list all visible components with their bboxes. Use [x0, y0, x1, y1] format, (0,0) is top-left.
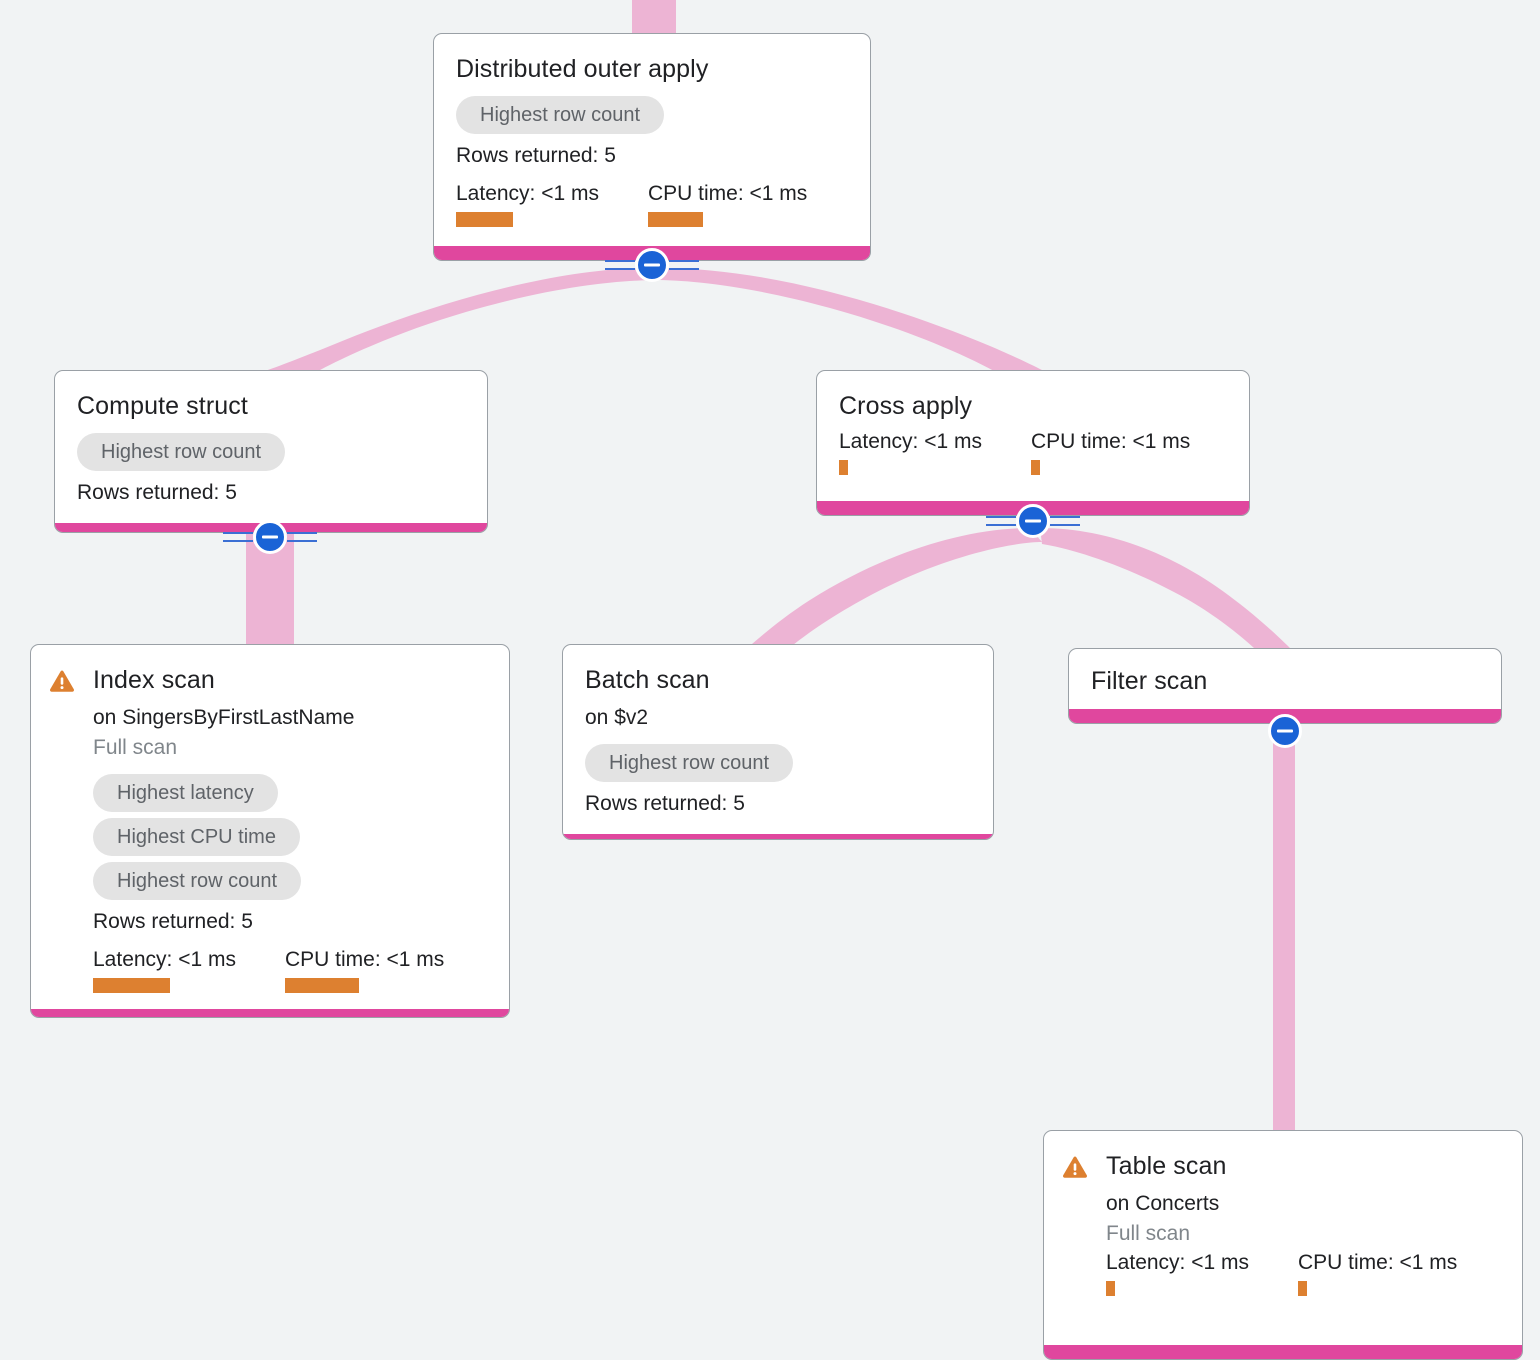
metric-cpu-time-label: CPU time: <1 ms	[285, 948, 445, 971]
node-batch-scan[interactable]: Batch scan on $v2 Highest row count Rows…	[562, 644, 994, 840]
node-title: Distributed outer apply	[456, 55, 709, 83]
metric-latency: Latency: <1 ms	[93, 947, 285, 993]
node-content: Cross apply Latency: <1 ms CPU time: <1 …	[817, 371, 1249, 501]
metric-cpu-time-label: CPU time: <1 ms	[648, 182, 808, 205]
collapse-minus-icon	[253, 520, 287, 554]
node-content: Index scan on SingersByFirstLastName Ful…	[31, 645, 509, 1009]
metric-latency: Latency: <1 ms	[839, 429, 1031, 475]
node-rows-returned: Rows returned: 5	[93, 910, 253, 933]
node-rows-returned: Rows returned: 5	[585, 792, 745, 815]
node-title: Cross apply	[839, 392, 973, 420]
metric-cpu-time: CPU time: <1 ms	[648, 181, 807, 227]
node-subtitle: on Concerts	[1106, 1192, 1220, 1215]
node-subtitle: on $v2	[585, 706, 649, 729]
node-title: Index scan	[93, 666, 215, 694]
node-rows-returned: Rows returned: 5	[77, 481, 237, 504]
edge-cross-apply-to-batch-scan	[752, 528, 1042, 654]
collapse-toggle-distributed-outer-apply[interactable]	[605, 248, 699, 282]
node-accent-bar	[31, 1009, 509, 1017]
node-text-block: Index scan on SingersByFirstLastName Ful…	[93, 665, 487, 993]
metric-latency-bar	[839, 460, 848, 475]
metric-latency-bar	[93, 978, 170, 993]
node-title: Table scan	[1106, 1152, 1227, 1180]
node-table-scan[interactable]: Table scan on Concerts Full scan Latency…	[1043, 1130, 1523, 1360]
node-scan-note: Full scan	[93, 736, 178, 759]
metric-latency-label: Latency: <1 ms	[839, 430, 982, 453]
node-metrics: Latency: <1 ms CPU time: <1 ms	[93, 947, 487, 993]
metric-latency-label: Latency: <1 ms	[93, 948, 236, 971]
toggle-rails	[986, 511, 1080, 531]
collapse-toggle-cross-apply[interactable]	[986, 504, 1080, 538]
warning-triangle-icon	[1062, 1156, 1088, 1178]
badge-highest-row-count: Highest row count	[77, 433, 286, 471]
node-cross-apply[interactable]: Cross apply Latency: <1 ms CPU time: <1 …	[816, 370, 1250, 516]
metric-latency: Latency: <1 ms	[456, 181, 648, 227]
metric-cpu-time-bar	[285, 978, 359, 993]
node-badges: Highest row count	[456, 90, 848, 134]
node-content: Batch scan on $v2 Highest row count Rows…	[563, 645, 993, 834]
metric-cpu-time-label: CPU time: <1 ms	[1298, 1251, 1458, 1274]
badge-highest-row-count: Highest row count	[456, 96, 665, 134]
node-accent-bar	[563, 834, 993, 839]
node-distributed-outer-apply[interactable]: Distributed outer apply Highest row coun…	[433, 33, 871, 261]
metric-cpu-time-label: CPU time: <1 ms	[1031, 430, 1191, 453]
node-accent-bar	[1044, 1345, 1522, 1359]
badge-highest-cpu-time: Highest CPU time	[93, 818, 300, 856]
warning-slot	[31, 665, 93, 693]
node-rows-returned: Rows returned: 5	[456, 144, 616, 167]
node-content: Distributed outer apply Highest row coun…	[434, 34, 870, 246]
edge-compute-struct-to-index-scan	[246, 532, 294, 652]
metric-latency-label: Latency: <1 ms	[456, 182, 599, 205]
collapse-minus-icon	[635, 248, 669, 282]
collapse-toggle-filter-scan[interactable]	[1268, 714, 1302, 748]
node-badges: Highest row count	[585, 738, 971, 782]
toggle-rails	[223, 527, 317, 547]
metric-cpu-time-bar	[1031, 460, 1040, 475]
node-metrics: Latency: <1 ms CPU time: <1 ms	[456, 181, 848, 227]
edge-incoming-root	[632, 0, 676, 36]
metric-cpu-time: CPU time: <1 ms	[1031, 429, 1190, 475]
metric-cpu-time-bar	[648, 212, 703, 227]
node-filter-scan[interactable]: Filter scan	[1068, 648, 1502, 724]
metric-latency-bar	[456, 212, 513, 227]
warning-triangle-icon	[49, 670, 75, 692]
collapse-minus-icon	[1268, 714, 1302, 748]
collapse-toggle-compute-struct[interactable]	[223, 520, 317, 554]
node-compute-struct[interactable]: Compute struct Highest row count Rows re…	[54, 370, 488, 533]
collapse-minus-icon	[1016, 504, 1050, 538]
node-text-block: Table scan on Concerts Full scan Latency…	[1106, 1151, 1500, 1296]
edge-filter-scan-to-table-scan	[1273, 730, 1295, 1138]
node-badges: Highest row count	[77, 427, 465, 471]
node-content: Table scan on Concerts Full scan Latency…	[1044, 1131, 1522, 1345]
metric-cpu-time: CPU time: <1 ms	[285, 947, 444, 993]
metric-cpu-time: CPU time: <1 ms	[1298, 1250, 1457, 1296]
node-badges: Highest latency Highest CPU time Highest…	[93, 768, 487, 900]
node-content: Compute struct Highest row count Rows re…	[55, 371, 487, 523]
node-metrics: Latency: <1 ms CPU time: <1 ms	[1106, 1250, 1500, 1296]
node-index-scan[interactable]: Index scan on SingersByFirstLastName Ful…	[30, 644, 510, 1018]
badge-highest-latency: Highest latency	[93, 774, 278, 812]
node-title: Filter scan	[1091, 667, 1208, 695]
node-subtitle: on SingersByFirstLastName	[93, 706, 355, 729]
warning-slot	[1044, 1151, 1106, 1179]
node-title: Batch scan	[585, 666, 710, 694]
badge-highest-row-count: Highest row count	[93, 862, 302, 900]
metric-cpu-time-bar	[1298, 1281, 1307, 1296]
node-title: Compute struct	[77, 392, 248, 420]
node-scan-note: Full scan	[1106, 1222, 1191, 1245]
metric-latency: Latency: <1 ms	[1106, 1250, 1298, 1296]
metric-latency-bar	[1106, 1281, 1115, 1296]
node-metrics: Latency: <1 ms CPU time: <1 ms	[839, 429, 1227, 475]
node-content: Filter scan	[1069, 649, 1501, 709]
metric-latency-label: Latency: <1 ms	[1106, 1251, 1249, 1274]
toggle-rails	[605, 255, 699, 275]
badge-highest-row-count: Highest row count	[585, 744, 794, 782]
